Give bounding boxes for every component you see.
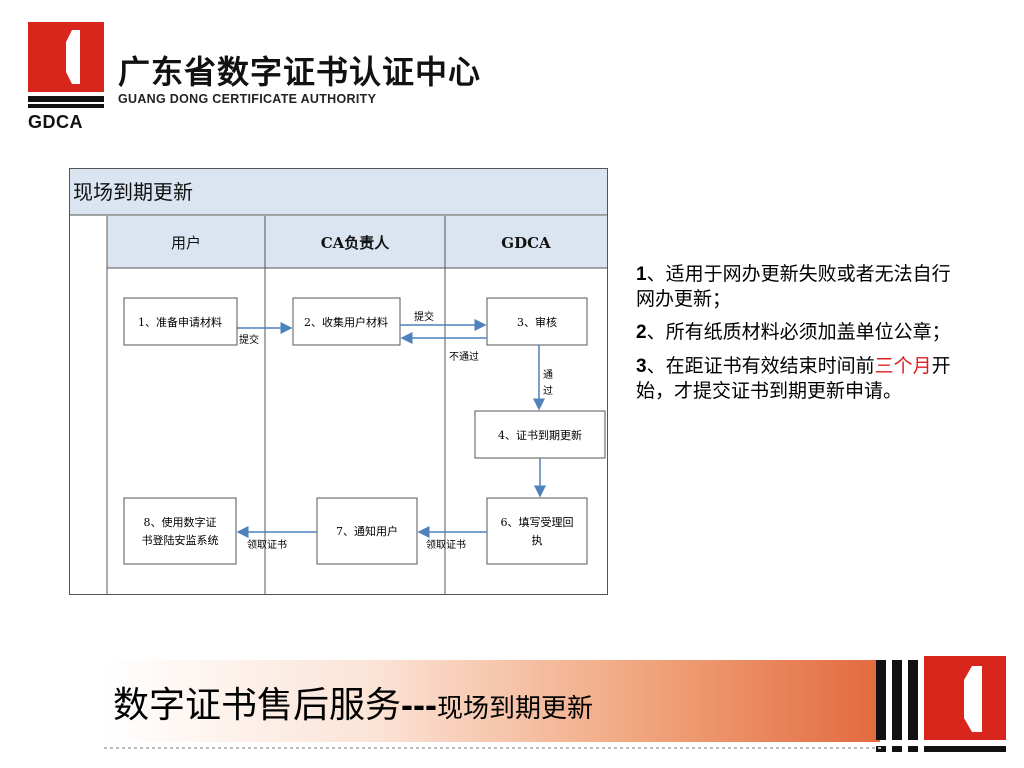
organization-name-en: GUANG DONG CERTIFICATE AUTHORITY [118,92,377,106]
edge-label-submit-2: 提交 [414,310,434,323]
step-2-box: 2、收集用户材料 [292,297,401,346]
step-8-box: 8、使用数字证 书登陆安监系统 [123,497,237,565]
note-1: 1、适用于网办更新失败或者无法自行网办更新； [636,263,951,310]
step-7-label: 7、通知用户 [336,524,398,538]
step-1-box: 1、准备申请材料 [123,297,238,346]
step-4-box: 4、证书到期更新 [474,410,606,459]
edge-label-pass-2: 过 [543,384,553,397]
decorative-dotted-rule [104,747,884,749]
note-3: 3、在距证书有效结束时间前三个月开始，才提交证书到期更新申请。 [636,355,951,402]
edge-label-reject: 不通过 [449,350,479,363]
diagram-title: 现场到期更新 [73,180,193,204]
step-7-box: 7、通知用户 [316,497,418,565]
note-3-highlight: 三个月 [874,355,932,377]
edge-label-pass-1: 通 [543,369,553,381]
edge-label-collect-1: 领取证书 [247,538,287,551]
step-6-label-line1: 6、填写受理回 [501,515,574,529]
organization-name-cn: 广东省数字证书认证中心 [118,53,482,91]
lane-header-gdca: GDCA [501,234,551,252]
decorative-logo-bars [876,656,1006,752]
lane-header-user: 用户 [171,234,201,252]
step-6-label-line2: 执 [532,533,543,547]
lane-header-ca: CA负责人 [321,234,391,252]
step-2-label: 2、收集用户材料 [304,315,388,329]
step-3-box: 3、审核 [486,297,588,346]
step-8-label-line1: 8、使用数字证 [144,515,217,529]
organization-abbr: GDCA [28,112,83,132]
gdca-logo-mark [28,22,104,108]
edge-label-collect-2: 领取证书 [426,538,466,551]
notes-panel: 1、适用于网办更新失败或者无法自行网办更新； 2、所有纸质材料必须加盖单位公章；… [636,262,966,412]
note-2: 2、所有纸质材料必须加盖单位公章； [636,321,951,343]
step-6-box: 6、填写受理回 执 [486,497,588,565]
flow-diagram: 现场到期更新 用户 CA负责人 GDCA 1、准备申请材料 2、收集用户材料 3… [69,168,609,600]
step-8-label-line2: 书登陆安监系统 [142,533,219,547]
title-banner [104,660,880,742]
step-3-label: 3、审核 [517,315,557,329]
edge-label-submit-1: 提交 [239,333,259,346]
step-4-label: 4、证书到期更新 [498,428,582,442]
step-1-label: 1、准备申请材料 [138,315,222,329]
slide-title: 数字证书售后服务---现场到期更新 [113,684,593,726]
